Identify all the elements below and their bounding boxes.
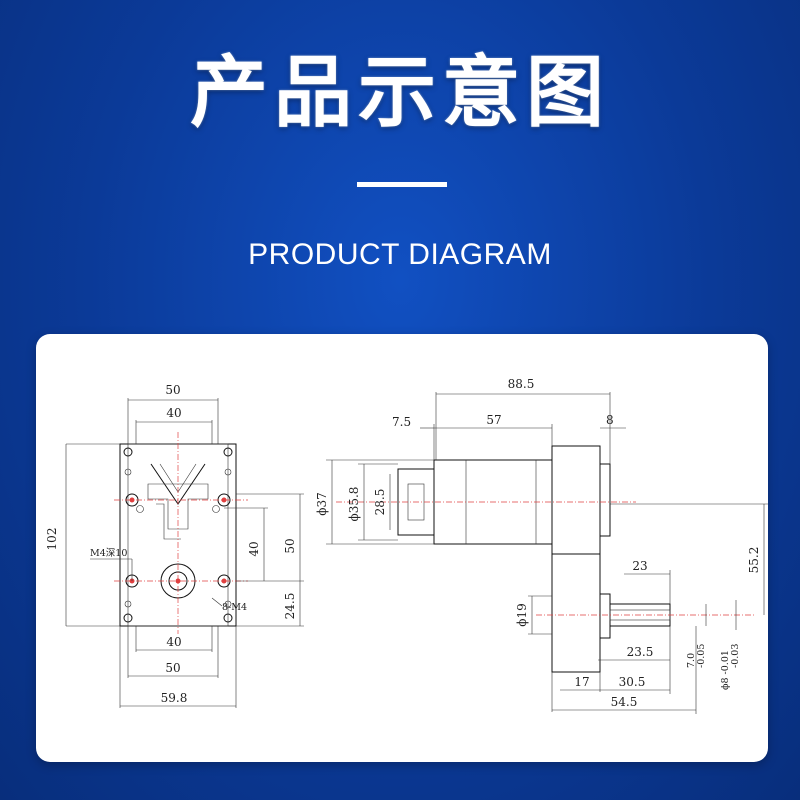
dim-bottom-inner: 40	[166, 635, 181, 649]
front-view: 50 40 102 M4深10 40 50 24.5 8-M4 40	[45, 383, 304, 708]
gearbox-flange	[599, 463, 611, 537]
side-view: 88.5 7.5 57 8 ϕ37 ϕ35.8 28.5 55.2 23 ϕ19	[315, 377, 768, 714]
dim-right-245: 24.5	[283, 593, 297, 620]
dim-side-885: 88.5	[508, 377, 535, 391]
dim-side-57: 57	[486, 413, 501, 427]
dim-top-outer: 50	[165, 383, 180, 397]
dim-right-40: 40	[247, 541, 261, 556]
page-title: 产品示意图	[189, 48, 610, 138]
tol-7: 7.0	[686, 653, 697, 668]
dim-top-inner: 40	[166, 406, 181, 420]
slot-detail	[156, 503, 181, 540]
tol-8b: -0.03	[730, 644, 741, 668]
dim-235: 23.5	[627, 645, 654, 659]
leader-line	[211, 597, 223, 607]
dim-right-50: 50	[283, 538, 297, 553]
dim-bottom-width: 59.8	[161, 691, 188, 705]
side-hole	[224, 468, 232, 476]
dim-d37: ϕ37	[315, 492, 329, 515]
dim-side-8: 8	[606, 413, 614, 427]
cross-slot	[147, 483, 209, 530]
dim-bottom-outer: 50	[165, 661, 180, 675]
dim-545: 54.5	[611, 695, 638, 709]
gearbox-upper	[551, 445, 601, 555]
gearbox-lower	[551, 553, 601, 673]
label-m4: M4深10	[90, 548, 127, 559]
corner-hole-tr	[223, 447, 233, 457]
small-hole	[136, 505, 144, 513]
diagram-panel: 50 40 102 M4深10 40 50 24.5 8-M4 40	[36, 334, 768, 762]
dim-d358: ϕ35.8	[347, 487, 361, 522]
dim-17: 17	[574, 675, 589, 689]
dim-d19: ϕ19	[515, 603, 529, 626]
tol-7b: -0.05	[696, 644, 707, 668]
title-divider	[357, 182, 447, 187]
corner-hole-br	[223, 613, 233, 623]
corner-hole-bl	[123, 613, 133, 623]
dim-side-75: 7.5	[392, 415, 411, 429]
dim-height: 102	[45, 528, 59, 551]
side-hole	[224, 600, 232, 608]
dim-552: 55.2	[747, 547, 761, 574]
corner-hole-tl	[123, 447, 133, 457]
tol-8: ϕ8 -0.01	[720, 650, 731, 690]
output-bearing	[599, 593, 611, 639]
dim-285: 28.5	[373, 489, 387, 516]
page-subtitle: PRODUCT DIAGRAM	[248, 238, 552, 271]
technical-drawing: 50 40 102 M4深10 40 50 24.5 8-M4 40	[45, 377, 768, 714]
label-8m4: 8-M4	[222, 602, 247, 613]
side-hole	[124, 600, 132, 608]
small-hole	[212, 505, 220, 513]
mount-hole-center	[129, 497, 135, 503]
side-hole	[124, 468, 132, 476]
dim-305: 30.5	[619, 675, 646, 689]
dim-23: 23	[632, 559, 647, 573]
